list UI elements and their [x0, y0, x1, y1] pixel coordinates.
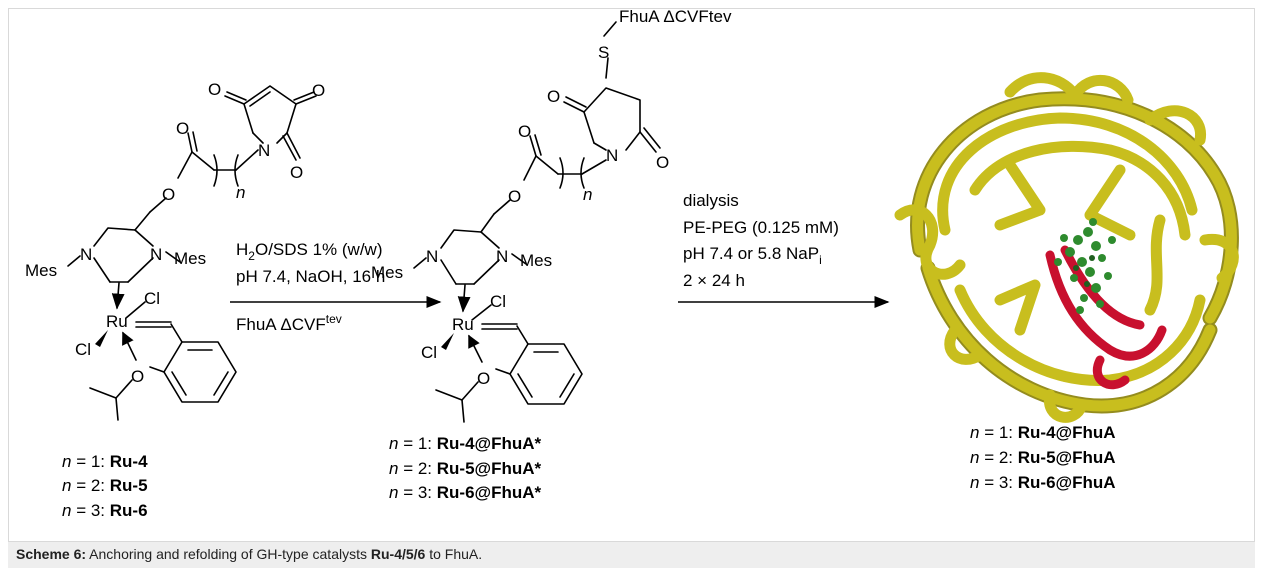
atom-n-maleimide: N [258, 141, 270, 160]
step1-solvent: H2O/SDS 1% (w/w) [236, 240, 383, 263]
caption-text-1: Anchoring and refolding of GH-type catal… [86, 546, 371, 562]
atom-o-maleimide-top: O [208, 80, 221, 99]
mes-left-mid: Mes [371, 263, 403, 282]
atom-n-left-mid: N [426, 247, 438, 266]
labels-left: n = 1: Ru-4 n = 2: Ru-5 n = 3: Ru-6 [62, 452, 148, 520]
atom-o-maleimide-bottom: O [290, 163, 303, 182]
atom-n-right-mid: N [496, 247, 508, 266]
atom-o-ester-mid: O [508, 187, 521, 206]
caption-text-2: to FhuA. [425, 546, 483, 562]
atom-o-maleimide-right: O [312, 81, 325, 100]
catalyst-ru-4-5-6-structure: O O N O O O n N N Mes Mes Ru Cl Cl O [25, 80, 325, 421]
conjugate-ru-fhua-structure: FhuA ΔCVFtev S O N O O O n N N Mes Mes R… [371, 7, 732, 423]
label-ru-5-fhua-star: n = 2: Ru-5@FhuA* [389, 459, 542, 478]
mes-left: Mes [25, 261, 57, 280]
atom-n-right: N [150, 245, 162, 264]
label-ru-5-fhua: n = 2: Ru-5@FhuA [970, 448, 1116, 467]
atom-n-left: N [80, 245, 92, 264]
label-ru-6-fhua-star: n = 3: Ru-6@FhuA* [389, 483, 542, 502]
thioether-protein-label: FhuA ΔCVFtev [619, 7, 732, 26]
atom-ru-mid: Ru [452, 315, 474, 334]
atom-cl-top-mid: Cl [490, 292, 506, 311]
atom-n-succinimide: N [606, 146, 618, 165]
step1-protein: FhuA ΔCVFtev [236, 312, 342, 334]
atom-o-ether: O [131, 367, 144, 386]
atom-cl-top: Cl [144, 289, 160, 308]
catalyst-in-protein [1054, 218, 1116, 314]
atom-o-ester-carbonyl-mid: O [518, 122, 531, 141]
atom-o-ester: O [162, 185, 175, 204]
label-ru-5: n = 2: Ru-5 [62, 476, 148, 495]
atom-s: S [598, 43, 609, 62]
step2-duration: 2 × 24 h [683, 271, 745, 290]
atom-cl-bottom: Cl [75, 340, 91, 359]
label-ru-6: n = 3: Ru-6 [62, 501, 148, 520]
atom-ru: Ru [106, 312, 128, 331]
fhua-protein-cartoon [894, 72, 1239, 423]
labels-right: n = 1: Ru-4@FhuA n = 2: Ru-5@FhuA n = 3:… [970, 423, 1116, 492]
step2-buffer: pH 7.4 or 5.8 NaPi [683, 244, 822, 267]
label-ru-4-fhua-star: n = 1: Ru-4@FhuA* [389, 434, 542, 453]
reaction-step-1: H2O/SDS 1% (w/w) pH 7.4, NaOH, 16 h FhuA… [230, 240, 442, 334]
caption-compounds: Ru-4/5/6 [370, 546, 426, 562]
atom-o-ester-carbonyl: O [176, 119, 189, 138]
label-ru-4-fhua: n = 1: Ru-4@FhuA [970, 423, 1116, 442]
label-ru-6-fhua: n = 3: Ru-6@FhuA [970, 473, 1116, 492]
index-n-middle: n [583, 185, 592, 204]
mes-right: Mes [174, 249, 206, 268]
caption-bar [8, 541, 1255, 568]
reaction-step-2: dialysis PE-PEG (0.125 mM) pH 7.4 or 5.8… [678, 191, 890, 308]
atom-cl-bottom-mid: Cl [421, 343, 437, 362]
label-ru-4: n = 1: Ru-4 [62, 452, 148, 471]
step2-detergent: PE-PEG (0.125 mM) [683, 218, 839, 237]
mes-right-mid: Mes [520, 251, 552, 270]
step1-conditions: pH 7.4, NaOH, 16 h [236, 267, 385, 286]
atom-o-succinimide-top: O [547, 87, 560, 106]
caption-prefix: Scheme 6: [16, 546, 87, 562]
scheme-caption: Scheme 6: Anchoring and refolding of GH-… [16, 546, 482, 562]
atom-o-succinimide-bottom: O [656, 153, 669, 172]
labels-middle: n = 1: Ru-4@FhuA* n = 2: Ru-5@FhuA* n = … [389, 434, 542, 502]
index-n-left: n [236, 183, 245, 202]
step2-dialysis: dialysis [683, 191, 739, 210]
atom-o-ether-mid: O [477, 369, 490, 388]
